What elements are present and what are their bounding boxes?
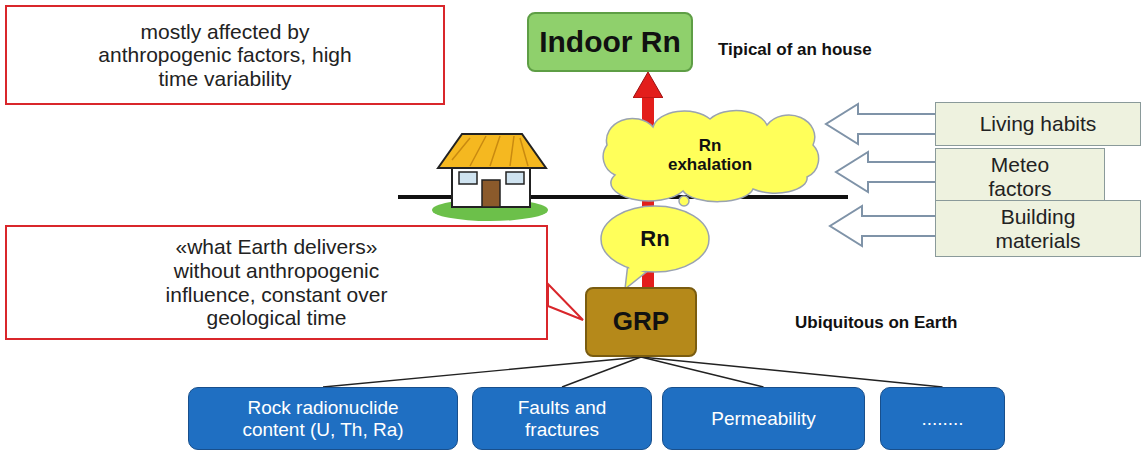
tree-line	[562, 357, 641, 387]
house-window	[506, 172, 524, 184]
bubble-body	[601, 206, 709, 272]
node-text: mostly affected by anthropogenic factors…	[98, 20, 353, 91]
node-text: «what Earth delivers» without anthropoge…	[147, 235, 407, 329]
house-wall	[452, 163, 530, 207]
roof-thatch	[452, 136, 528, 166]
node-text: Indoor Rn	[539, 25, 681, 59]
factor-box: ........	[880, 387, 1005, 450]
process-box: GRP	[585, 287, 697, 357]
node-text: GRP	[613, 307, 669, 336]
cloud-path	[603, 110, 818, 201]
thought-dot	[679, 196, 689, 206]
speech-bubble: Rn	[600, 205, 710, 273]
hollow-arrow	[826, 104, 935, 144]
process-box: Indoor Rn	[527, 12, 693, 72]
hollow-arrow	[830, 206, 935, 246]
node-text: Living habits	[980, 112, 1097, 136]
house-window	[459, 172, 477, 184]
callout-box: mostly affected by anthropogenic factors…	[5, 5, 445, 105]
factor-box: Building materials	[935, 200, 1141, 257]
node-text: Permeability	[711, 408, 816, 429]
tree-line	[641, 357, 943, 387]
callout-tail	[548, 284, 583, 320]
bubble-join	[629, 265, 649, 275]
tree-line	[641, 357, 764, 387]
node-text: Rn	[640, 227, 669, 252]
node-text: Building materials	[978, 205, 1098, 252]
annotation-label: Tipical of an house	[718, 40, 872, 60]
factor-box: Faults and fractures	[472, 387, 652, 450]
hollow-arrow	[836, 152, 935, 192]
cloud-shape: Rn exhalation	[585, 113, 835, 197]
node-text: ........	[921, 408, 963, 429]
factor-box: Rock radionuclide content (U, Th, Ra)	[188, 387, 458, 450]
factor-box: Permeability	[662, 387, 865, 450]
factor-box: Living habits	[935, 102, 1141, 146]
annotation-label: Ubiquitous on Earth	[795, 313, 957, 333]
node-text: Meteo factors	[970, 153, 1070, 200]
node-text: Faults and fractures	[502, 397, 622, 440]
house-roof	[438, 134, 546, 168]
house-door	[482, 180, 500, 207]
tree-line	[323, 357, 641, 387]
node-text: Rock radionuclide content (U, Th, Ra)	[223, 397, 423, 440]
callout-box: «what Earth delivers» without anthropoge…	[5, 225, 548, 340]
node-text: Rn exhalation	[660, 136, 760, 174]
factor-box: Meteo factors	[935, 148, 1105, 205]
